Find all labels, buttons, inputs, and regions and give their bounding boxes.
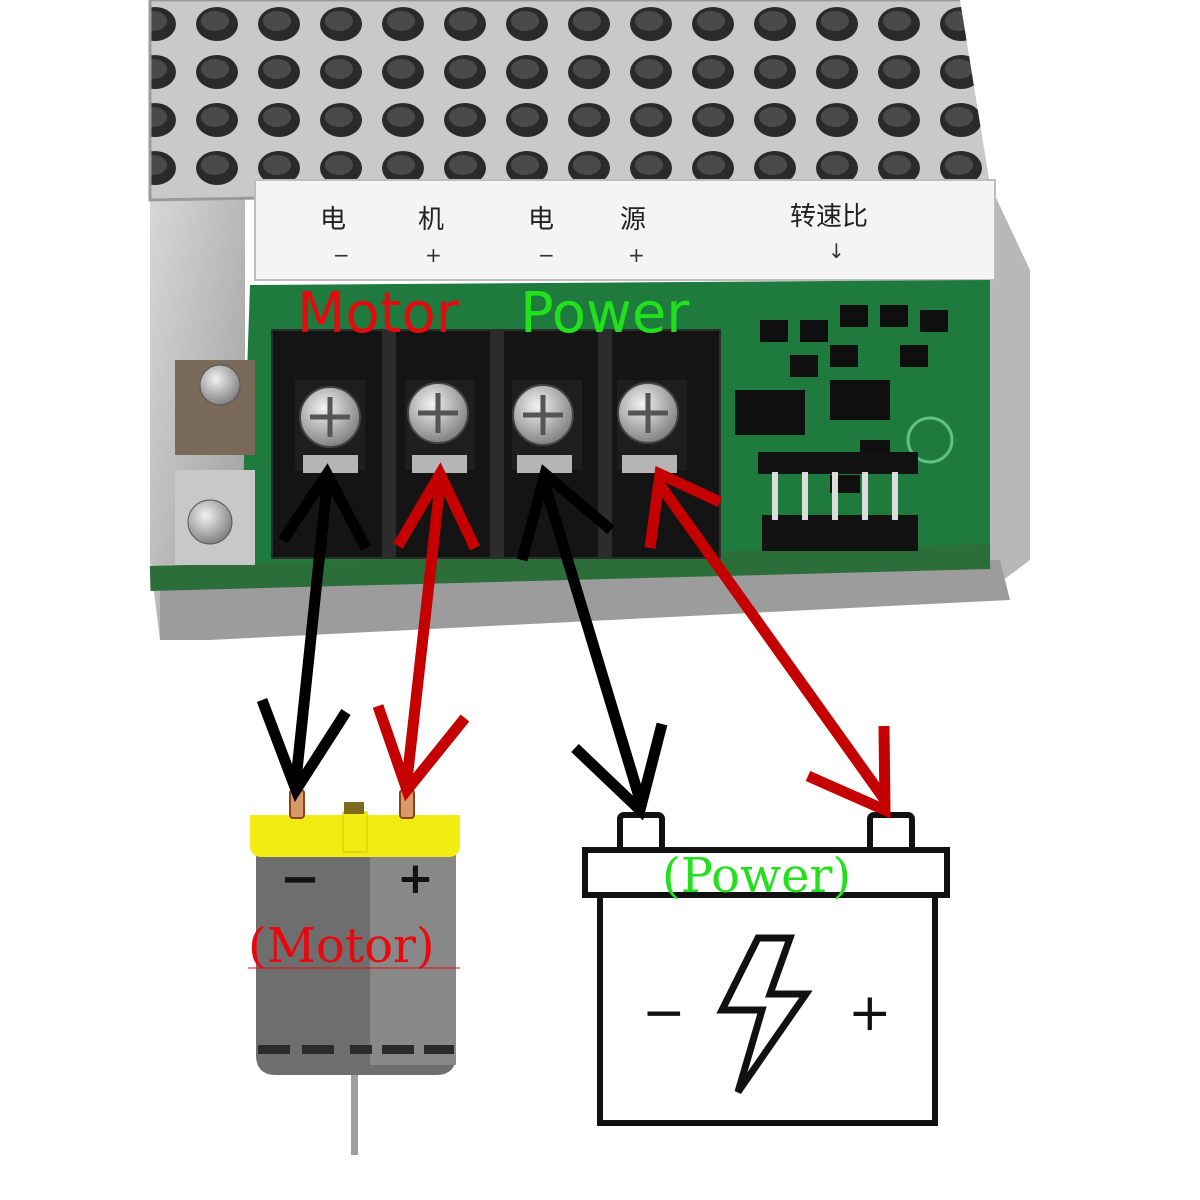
power-paren-label: (Power) — [662, 848, 851, 904]
label-motor-char2: 机 — [418, 205, 444, 235]
battery-plus: + — [848, 983, 892, 1043]
arrow-power-plus — [644, 465, 891, 819]
label-power-char1: 电 — [528, 205, 554, 235]
motor-label: Motor — [297, 281, 460, 346]
pcb-components — [735, 305, 948, 493]
terminal-screws — [295, 380, 687, 473]
label-sign-4: + — [628, 243, 645, 267]
label-power-char2: 源 — [620, 205, 646, 235]
motor-icon: − + (Motor) — [248, 789, 460, 1155]
lightning-icon — [716, 934, 813, 1094]
terminal-block — [271, 329, 721, 559]
label-arrow-down: ↓ — [828, 239, 845, 263]
battery-minus: − — [642, 983, 686, 1043]
arrow-motor-minus — [256, 463, 371, 803]
label-motor-char1: 电 — [320, 205, 346, 235]
motor-plus: + — [397, 853, 434, 904]
terminal-labels: 电 机 电 源 转速比 − + − + ↓ — [320, 202, 868, 267]
terminal-label-strip — [254, 179, 996, 281]
arrow-motor-plus — [372, 462, 480, 802]
power-label: Power — [520, 281, 690, 346]
label-sign-1: − — [333, 243, 350, 267]
arrow-power-minus — [516, 464, 668, 821]
label-speed-ratio: 转速比 — [790, 202, 868, 232]
label-sign-3: − — [538, 243, 555, 267]
pcb-mount-hole — [906, 416, 954, 464]
screw-icon — [175, 360, 255, 565]
label-sign-2: + — [425, 243, 442, 267]
motor-minus: − — [280, 851, 320, 907]
connection-arrows — [256, 462, 891, 821]
header-pins — [758, 452, 918, 551]
motor-paren-label: (Motor) — [248, 918, 435, 974]
battery-icon: (Power) − + — [582, 812, 950, 1126]
perforated-cover — [148, 0, 1002, 202]
